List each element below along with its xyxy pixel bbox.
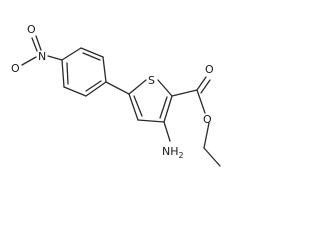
bond-c4-c5 bbox=[128, 93, 139, 121]
nitro-nitrogen-label: N bbox=[38, 50, 46, 63]
bond-ch2-ch3 bbox=[203, 147, 221, 167]
ether-oxygen-label: O bbox=[203, 113, 212, 126]
thiophene-sulfur-label: S bbox=[148, 74, 155, 87]
bond-c2-c3-double bbox=[159, 96, 168, 119]
bond-carbonyl-o bbox=[196, 76, 207, 91]
nitro-oxygen-top-label: O bbox=[27, 23, 36, 36]
bond-n-o-left bbox=[21, 56, 37, 66]
bond-n-aryl bbox=[47, 55, 63, 61]
molecule-structure: O N O S NH2 O O bbox=[11, 23, 221, 167]
bond-s-c2 bbox=[157, 79, 173, 97]
bond-n-o-top bbox=[35, 35, 42, 51]
bond-c3-n bbox=[163, 121, 171, 142]
bond-benzene-3 bbox=[102, 56, 107, 83]
amino-group-label: NH2 bbox=[162, 145, 184, 160]
bond-c4-c5-double bbox=[133, 95, 143, 117]
bond-carbonyl-o-double bbox=[200, 79, 211, 94]
bond-benzene-4-double bbox=[85, 80, 102, 92]
bond-c3-c4 bbox=[137, 119, 165, 123]
bond-benzene-2 bbox=[80, 47, 104, 58]
bond-o-ch2 bbox=[203, 122, 210, 149]
bond-benzene-4 bbox=[85, 81, 107, 97]
nitro-oxygen-left-label: O bbox=[11, 62, 20, 75]
bond-benzene-6 bbox=[61, 59, 65, 88]
bond-benzene-2-double bbox=[82, 52, 101, 61]
bond-benzene-6-double bbox=[66, 62, 69, 85]
amino-nh-label: NH bbox=[162, 145, 179, 158]
bond-c2-carbonyl bbox=[171, 89, 198, 97]
atom-label-layer: O N O S NH2 O O bbox=[11, 23, 214, 160]
bond-benzene-5 bbox=[63, 86, 87, 97]
bond-n-o-top-double bbox=[31, 37, 38, 52]
bond-aryl-thiophene bbox=[105, 81, 130, 95]
amino-subscript-label: 2 bbox=[179, 151, 184, 160]
bond-carbonyl-o-ether bbox=[196, 89, 206, 114]
bond-benzene-1 bbox=[61, 47, 82, 61]
bond-c5-s bbox=[128, 79, 147, 95]
bond-c2-c3 bbox=[163, 95, 173, 123]
bond-layer bbox=[21, 35, 221, 167]
carbonyl-oxygen-label: O bbox=[205, 63, 214, 76]
